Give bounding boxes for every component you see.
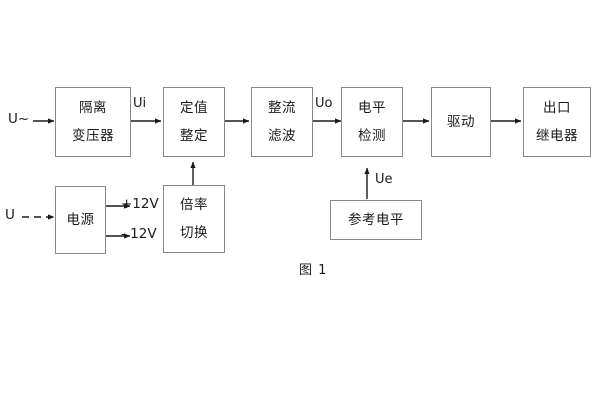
label-rail-positive: +12V [121,196,159,212]
block-isolation-transformer-line-2: 变压器 [72,128,114,144]
block-rectify-filter-line-2: 滤波 [268,128,296,144]
block-level-detection-line-1: 电平 [358,99,386,116]
block-level-detection-line-2: 检测 [358,128,386,144]
figure-caption: 图 1 [299,263,328,278]
block-rectify-filter-line-1: 整流 [268,99,296,116]
block-drive[interactable]: 驱动 [431,87,491,157]
label-input-dc: U [5,207,15,223]
block-multiplier-switch[interactable]: 倍率 切换 [163,185,225,253]
block-power-supply-line-1: 电源 [66,211,95,228]
block-rectify-filter[interactable]: 整流 滤波 [251,87,313,157]
block-drive-line-1: 驱动 [447,113,475,130]
block-multiplier-switch-line-2: 切换 [180,225,208,241]
label-signal-ui: Ui [133,96,147,111]
block-reference-level[interactable]: 参考电平 [330,200,422,240]
block-multiplier-switch-line-1: 倍率 [180,196,208,213]
label-signal-ue: Ue [375,172,393,187]
label-input-ac: U~ [8,111,30,127]
block-output-relay-line-1: 出口 [543,99,571,116]
block-reference-level-line-1: 参考电平 [348,211,404,228]
block-level-detection[interactable]: 电平 检测 [341,87,403,157]
block-isolation-transformer-line-1: 隔离 [79,99,107,116]
label-signal-uo: Uo [315,96,333,111]
block-output-relay[interactable]: 出口 继电器 [523,87,591,157]
block-setting-value-line-2: 整定 [180,128,208,144]
block-power-supply[interactable]: 电源 [55,186,106,254]
block-setting-value-line-1: 定值 [180,99,208,116]
block-setting-value[interactable]: 定值 整定 [163,87,225,157]
block-output-relay-line-2: 继电器 [536,128,578,144]
block-isolation-transformer[interactable]: 隔离 变压器 [55,87,131,157]
label-rail-negative: - 12V [121,226,157,242]
